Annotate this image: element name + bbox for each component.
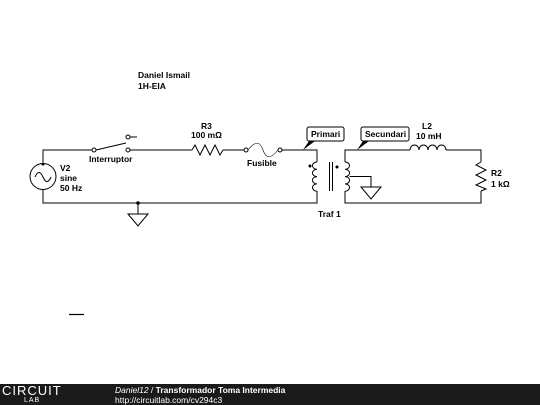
footer-title-line: Daniel12 / Transformador Toma Intermedia bbox=[115, 385, 285, 395]
flag-primari-label: Primari bbox=[311, 129, 340, 139]
author-group: 1H-EIA bbox=[138, 81, 166, 91]
switch-interruptor[interactable] bbox=[91, 134, 137, 153]
fuse-label: Fusible bbox=[247, 158, 277, 168]
inductor-l2-name: L2 bbox=[422, 121, 432, 131]
inductor-l2[interactable] bbox=[409, 144, 447, 151]
footer-text-block: Daniel12 / Transformador Toma Intermedia… bbox=[115, 385, 285, 405]
wire-primary-bottom bbox=[42, 190, 318, 204]
resistor-r3-value: 100 mΩ bbox=[191, 130, 222, 140]
source-label: V2 bbox=[60, 163, 71, 173]
ground-center-tap bbox=[359, 186, 383, 200]
sine-source-v2[interactable] bbox=[29, 163, 57, 190]
transformer-label: Traf 1 bbox=[318, 209, 341, 219]
wire-inductor-r2 bbox=[446, 149, 482, 162]
resistor-r3-name: R3 bbox=[201, 121, 212, 131]
flag-primari[interactable] bbox=[303, 126, 345, 151]
logo-top-text: CIRCUIT bbox=[2, 383, 62, 398]
footer-user-link[interactable]: Daniel12 bbox=[115, 385, 149, 395]
wire-center-tap bbox=[349, 176, 372, 187]
inductor-l2-value: 10 mH bbox=[416, 131, 442, 141]
footer-url[interactable]: http://circuitlab.com/cv294c3 bbox=[115, 395, 223, 405]
circuitlab-logo: CIRCUIT LAB bbox=[2, 384, 62, 405]
author-name: Daniel Ismail bbox=[138, 70, 190, 80]
source-freq: 50 Hz bbox=[60, 183, 82, 193]
logo-bottom-text: LAB bbox=[24, 397, 41, 404]
wire-r2-bottom bbox=[344, 191, 482, 204]
footer-separator: / bbox=[148, 385, 156, 395]
resistor-r2[interactable] bbox=[474, 161, 488, 192]
wire-sec-top bbox=[344, 149, 410, 162]
wire-top-left bbox=[42, 149, 92, 163]
footer-bar: CIRCUIT LAB Daniel12 / Transformador Tom… bbox=[0, 384, 540, 405]
footer-circuit-title: Transformador Toma Intermedia bbox=[155, 385, 286, 395]
resistor-r2-name: R2 bbox=[491, 168, 502, 178]
source-type: sine bbox=[60, 173, 77, 183]
flag-secundari-label: Secundari bbox=[365, 129, 406, 139]
switch-label: Interruptor bbox=[89, 154, 133, 164]
flag-secundari[interactable] bbox=[357, 126, 410, 150]
resistor-r2-value: 1 kΩ bbox=[491, 179, 510, 189]
ground-main bbox=[126, 201, 150, 227]
transformer-traf1[interactable] bbox=[308, 161, 350, 192]
wire-fuse-primary bbox=[282, 149, 318, 162]
fuse[interactable] bbox=[243, 142, 283, 158]
resistor-r3[interactable] bbox=[191, 143, 224, 157]
